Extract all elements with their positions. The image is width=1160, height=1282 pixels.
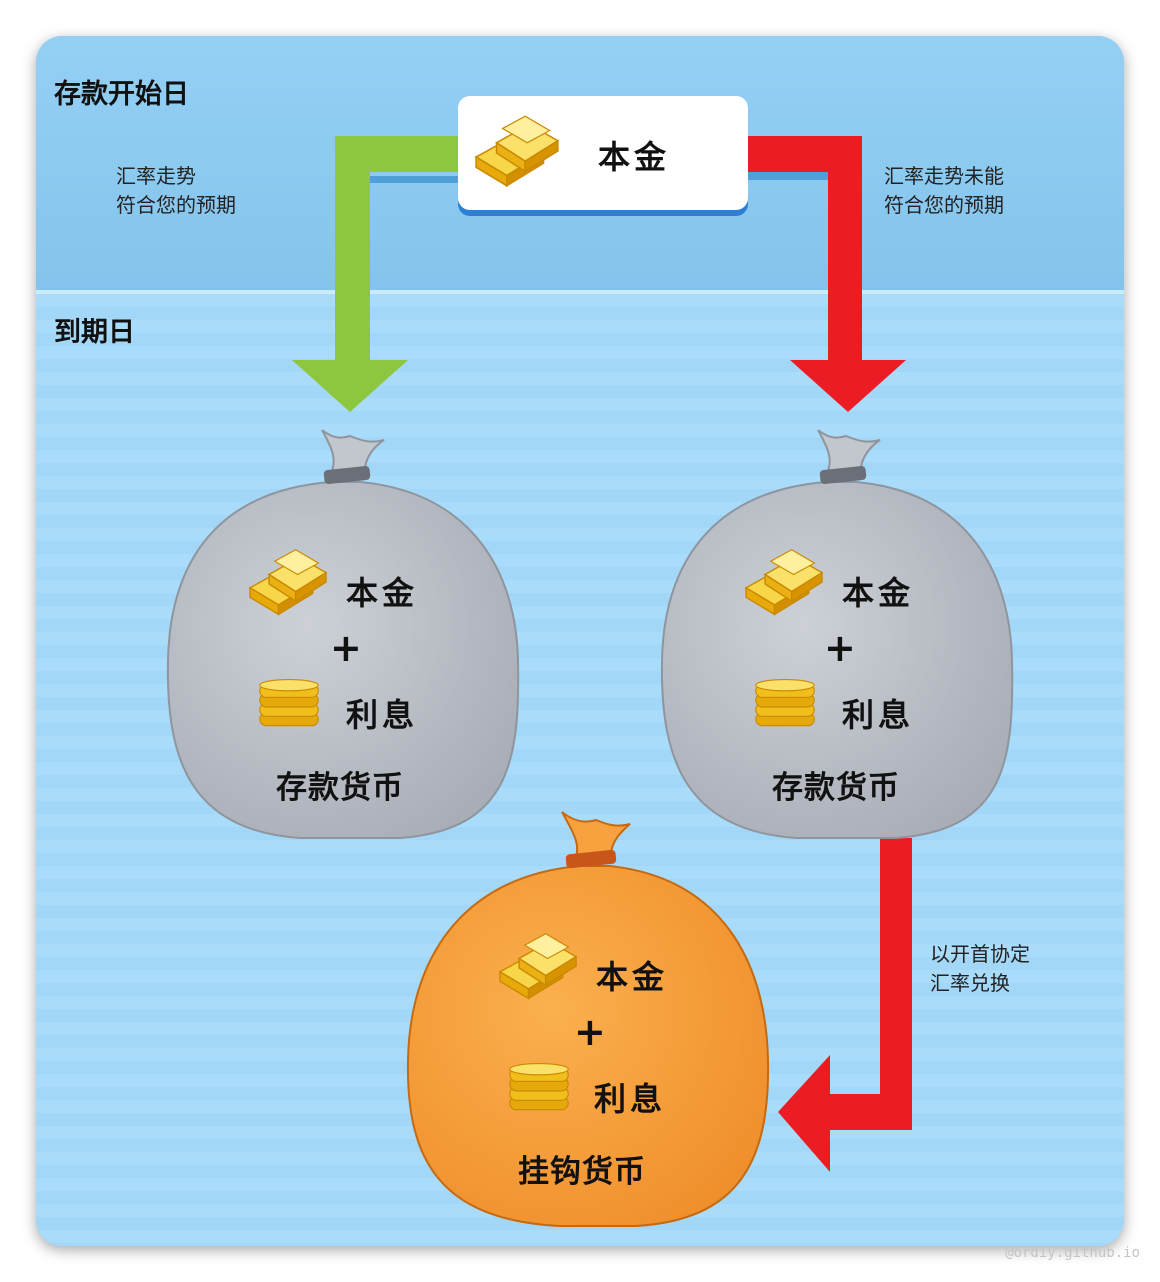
principal-box-label: 本金 [598, 138, 671, 176]
watermark: @ordiy.github.io [1005, 1245, 1140, 1261]
left-bag-principal: 本金 [346, 574, 419, 612]
left-grey-bag [166, 429, 520, 839]
conversion-note-line: 汇率兑换 [930, 971, 1010, 995]
bottom-bag-plus: + [574, 1010, 606, 1054]
right-bag-principal: 本金 [842, 574, 915, 612]
right-note-line: 符合您的预期 [884, 193, 1004, 217]
start-day-label: 存款开始日 [54, 79, 189, 110]
right-bag-interest: 利息 [842, 696, 915, 734]
maturity-day-label: 到期日 [54, 317, 135, 348]
green-arrow [292, 136, 462, 412]
conversion-arrow [778, 838, 912, 1172]
left-branch-note: 汇率走势 符合您的预期 [116, 162, 236, 220]
coins-icon [259, 678, 319, 727]
conversion-note-line: 以开首协定 [930, 942, 1030, 966]
conversion-note: 以开首协定 汇率兑换 [930, 940, 1030, 998]
gold-bars-icon [475, 115, 559, 187]
right-branch-note: 汇率走势未能 符合您的预期 [884, 162, 1004, 220]
right-bag-plus: + [824, 626, 856, 670]
left-note-line: 符合您的预期 [116, 193, 236, 217]
orange-bag [406, 811, 770, 1227]
band-divider [36, 290, 1124, 294]
left-bag-currency: 存款货币 [276, 770, 404, 806]
left-note-line: 汇率走势 [116, 164, 196, 188]
left-bag-plus: + [330, 626, 362, 670]
coins-icon [509, 1062, 569, 1111]
bottom-bag-currency: 挂钩货币 [518, 1154, 646, 1190]
right-bag-currency: 存款货币 [772, 770, 900, 806]
left-bag-interest: 利息 [346, 696, 419, 734]
right-grey-bag [660, 429, 1014, 839]
red-arrow [746, 136, 906, 412]
bottom-bag-principal: 本金 [596, 958, 669, 996]
bottom-bag-interest: 利息 [594, 1080, 667, 1118]
coins-icon [755, 678, 815, 727]
right-note-line: 汇率走势未能 [884, 164, 1004, 188]
